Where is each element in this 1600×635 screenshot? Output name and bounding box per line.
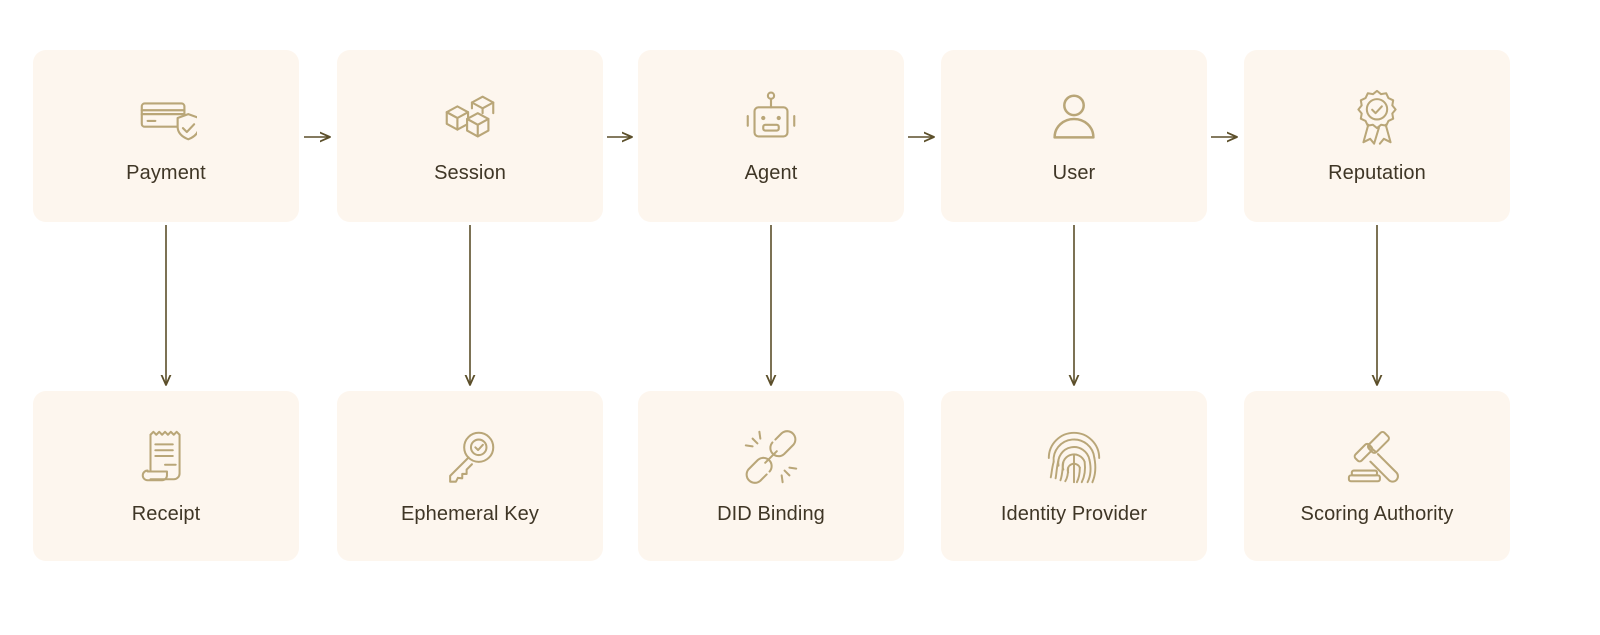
node-label-agent: Agent	[744, 162, 798, 184]
robot-head-icon	[746, 91, 796, 138]
key-check-icon	[449, 431, 495, 483]
node-label-reputation: Reputation	[1328, 162, 1426, 184]
boxes-cubes-icon	[445, 95, 495, 138]
node-card-identity-provider[interactable]: Identity Provider	[941, 391, 1207, 561]
node-card-reputation[interactable]: Reputation	[1244, 50, 1510, 222]
gavel-icon	[1347, 431, 1399, 483]
node-label-identity-provider: Identity Provider	[1000, 503, 1148, 525]
node-label-session: Session	[434, 162, 506, 184]
node-card-user[interactable]: User	[941, 50, 1207, 222]
person-user-icon	[1053, 94, 1095, 139]
node-card-receipt[interactable]: Receipt	[33, 391, 299, 561]
node-card-scoring-authority[interactable]: Scoring Authority	[1244, 391, 1510, 561]
credit-card-shield-check-icon	[140, 102, 197, 141]
receipt-scroll-icon	[141, 430, 181, 482]
node-label-receipt: Receipt	[131, 503, 201, 525]
node-label-ephemeral-key: Ephemeral Key	[400, 503, 540, 525]
chain-link-sparkle-icon	[744, 430, 798, 484]
node-card-agent[interactable]: Agent	[638, 50, 904, 222]
node-card-did-binding[interactable]: DID Binding	[638, 391, 904, 561]
node-card-session[interactable]: Session	[337, 50, 603, 222]
node-card-ephemeral-key[interactable]: Ephemeral Key	[337, 391, 603, 561]
fingerprint-icon	[1047, 431, 1101, 484]
node-label-scoring-authority: Scoring Authority	[1300, 503, 1454, 525]
node-label-payment: Payment	[126, 162, 206, 184]
node-card-payment[interactable]: Payment	[33, 50, 299, 222]
node-label-user: User	[1052, 162, 1096, 184]
node-label-did-binding: DID Binding	[717, 503, 825, 525]
award-ribbon-check-icon	[1357, 89, 1397, 145]
